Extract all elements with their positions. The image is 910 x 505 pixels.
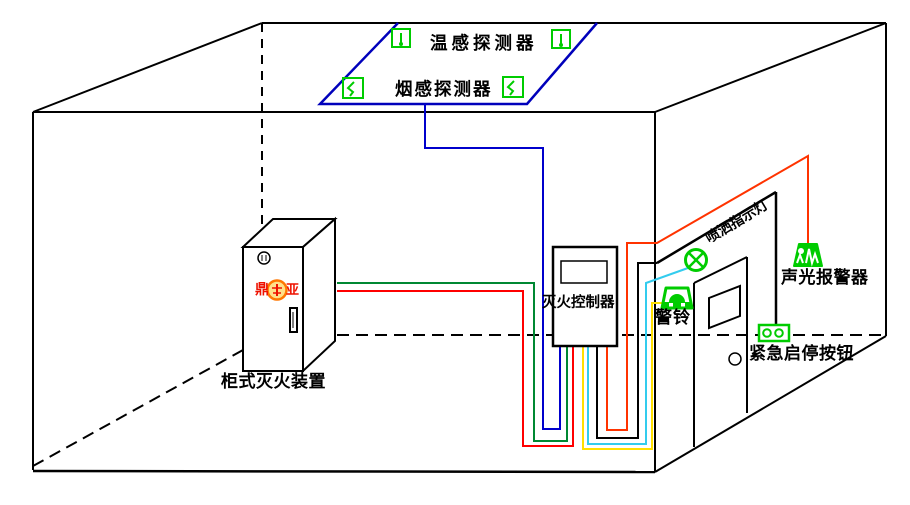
wire-spray-indicator-cyan <box>587 267 689 445</box>
spray-indicator-icon <box>684 248 708 272</box>
emergency-button-label: 紧急启停按钮 <box>749 344 854 363</box>
cabinet-top-emblem <box>257 251 271 265</box>
wire-emergency-button-black <box>596 262 657 439</box>
brand-character-right: 亚 <box>286 282 300 297</box>
wiring <box>337 104 809 450</box>
bell-label: 警铃 <box>655 308 691 327</box>
temp-detector-icon <box>551 29 571 49</box>
smoke-detector-icon <box>502 76 524 98</box>
temp-detector-label: 温感探测器 <box>430 33 538 53</box>
wall-top-edge <box>656 190 777 265</box>
door-knob <box>728 352 742 366</box>
wire-cabinet-red <box>337 290 574 447</box>
bell-icon <box>660 286 694 310</box>
wire-cabinet-green <box>337 282 568 442</box>
controller-display <box>560 260 608 284</box>
brand-emblem <box>266 279 288 301</box>
door-window <box>708 284 741 330</box>
cabinet-label: 柜式灭火装置 <box>221 372 326 391</box>
cabinet-side-face <box>302 216 336 374</box>
interior-wall <box>656 190 778 447</box>
room-left-ceiling-edge <box>32 22 263 113</box>
controller-label: 灭火控制器 <box>542 295 615 311</box>
controller-panel <box>551 245 619 348</box>
temp-detector-icon <box>391 28 411 48</box>
brand-character-left: 鼎 <box>255 281 269 297</box>
cabinet-unit <box>240 216 338 374</box>
sound-light-alarm-label: 声光报警器 <box>781 268 869 287</box>
room-right-bottom-edge <box>654 335 887 473</box>
wire-detector-loop-blue <box>424 104 561 430</box>
wire-bell-yellow <box>582 302 662 450</box>
wire-alarm-orange-red <box>606 154 809 431</box>
ceiling-detection-zone <box>317 22 598 106</box>
sound-light-alarm-icon <box>793 243 823 267</box>
room-right-ceiling-edge <box>654 22 887 113</box>
emergency-button-icon <box>757 323 791 343</box>
room-hidden-floor-left-edge <box>32 349 244 467</box>
room-front-bottom-edge <box>32 469 656 474</box>
door-top-edge <box>693 256 748 284</box>
smoke-detector-label: 烟感探测器 <box>395 79 493 99</box>
smoke-detector-icon <box>342 77 364 99</box>
